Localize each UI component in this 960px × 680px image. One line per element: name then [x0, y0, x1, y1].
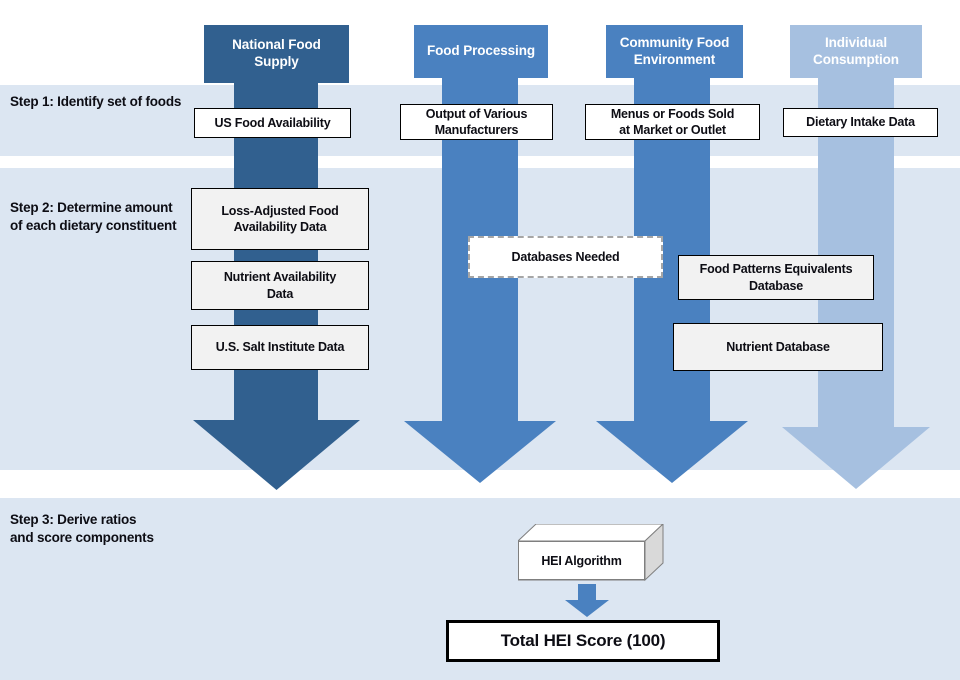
node-databases-needed[interactable]: Databases Needed: [468, 236, 663, 278]
node-label: Nutrient Availability Data: [223, 270, 337, 301]
node-label: Dietary Intake Data: [806, 115, 915, 130]
total-hei-score-label: Total HEI Score (100): [500, 631, 666, 650]
node-label: Food Patterns Equivalents Database: [699, 262, 853, 293]
column-header-label: Food Processing: [426, 43, 536, 59]
column-header-label: National Food Supply: [232, 37, 321, 69]
node-nutrient-availability-data[interactable]: Nutrient Availability Data: [191, 261, 369, 310]
step-label-1: Step 1: Identify set of foods: [10, 94, 182, 109]
node-us-food-availability[interactable]: US Food Availability: [194, 108, 351, 138]
node-label: U.S. Salt Institute Data: [215, 340, 345, 355]
column-header-label: Community Food Environment: [619, 34, 730, 67]
node-label: Loss-Adjusted Food Availability Data: [221, 203, 339, 234]
hei-algorithm-box[interactable]: HEI Algorithm: [518, 524, 668, 584]
column-header-individual-consumption: Individual Consumption: [790, 25, 922, 78]
node-loss-adjusted-food-availability-data[interactable]: Loss-Adjusted Food Availability Data: [191, 188, 369, 250]
node-label: Output of Various Manufacturers: [425, 106, 528, 137]
node-output-of-various-manufacturers[interactable]: Output of Various Manufacturers: [400, 104, 553, 140]
node-label: Databases Needed: [511, 249, 620, 264]
node-menus-or-foods-sold[interactable]: Menus or Foods Sold at Market or Outlet: [585, 104, 760, 140]
step-label-2: Step 2: Determine amount of each dietary…: [10, 200, 177, 234]
node-label: Menus or Foods Sold at Market or Outlet: [610, 106, 735, 137]
algorithm-label-face: HEI Algorithm: [518, 541, 645, 580]
algorithm-label: HEI Algorithm: [541, 553, 622, 568]
column-header-community-food-environment: Community Food Environment: [606, 25, 743, 78]
node-label: Nutrient Database: [726, 339, 830, 354]
column-header-label: Individual Consumption: [813, 34, 899, 67]
algorithm-to-score-arrow: [565, 584, 609, 617]
node-dietary-intake-data[interactable]: Dietary Intake Data: [783, 108, 938, 137]
node-label: US Food Availability: [214, 115, 331, 130]
node-nutrient-database[interactable]: Nutrient Database: [673, 323, 883, 371]
total-hei-score-box[interactable]: Total HEI Score (100): [446, 620, 720, 662]
step-label-3: Step 3: Derive ratios and score componen…: [10, 512, 154, 546]
node-us-salt-institute-data[interactable]: U.S. Salt Institute Data: [191, 325, 369, 370]
node-food-patterns-equivalents-database[interactable]: Food Patterns Equivalents Database: [678, 255, 874, 300]
column-header-food-processing: Food Processing: [414, 25, 548, 78]
column-header-national-food-supply: National Food Supply: [204, 25, 349, 83]
